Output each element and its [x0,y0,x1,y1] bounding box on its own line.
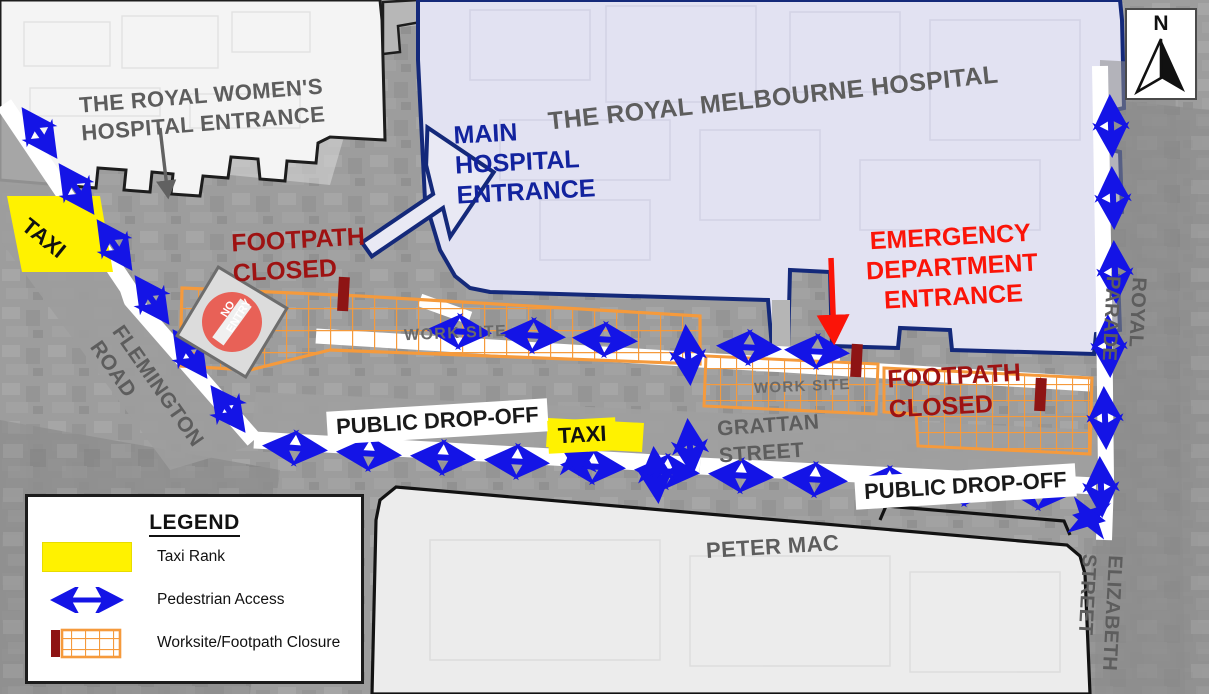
worksite-closure-icon [51,628,122,658]
legend-swatch-worksite-closure [39,627,135,659]
legend-label-pedestrian-access: Pedestrian Access [157,590,285,608]
grey-building-block-a [381,0,423,56]
taxi-rank-grattan-strip [546,418,644,452]
footpath-closure-bar-mid [850,343,863,378]
royal-womens-entrance-leader [156,127,177,200]
legend-label-worksite-closure: Worksite/Footpath Closure [157,633,341,651]
north-arrow-icon [1134,38,1185,96]
legend-label-taxi-rank: Taxi Rank [157,547,226,565]
north-arrow-box: N [1125,8,1197,100]
legend-item-worksite-closure: Worksite/Footpath Closure [39,621,361,664]
royal-womens-hospital-building [0,0,387,198]
legend-box: LEGEND Taxi Rank [25,494,364,684]
legend-item-pedestrian-access: Pedestrian Access [39,578,361,621]
main-hospital-entrance-arrow [359,123,497,260]
legend-item-taxi-rank: Taxi Rank [39,535,361,578]
north-label: N [1153,12,1169,35]
footpath-closure-bar-west [337,276,350,312]
grey-inset-building [772,300,790,348]
emergency-entrance-leader [816,257,850,346]
double-arrow-icon [49,586,124,613]
footpath-closure-bar-east [1034,377,1047,412]
legend-title: LEGEND [28,511,361,537]
peter-mac-building [370,485,1092,694]
no-entry-sign [175,265,289,379]
legend-swatch-pedestrian-access [39,586,135,613]
taxi-rank-flemington-strip [7,196,113,272]
legend-swatch-taxi-rank [39,541,135,572]
